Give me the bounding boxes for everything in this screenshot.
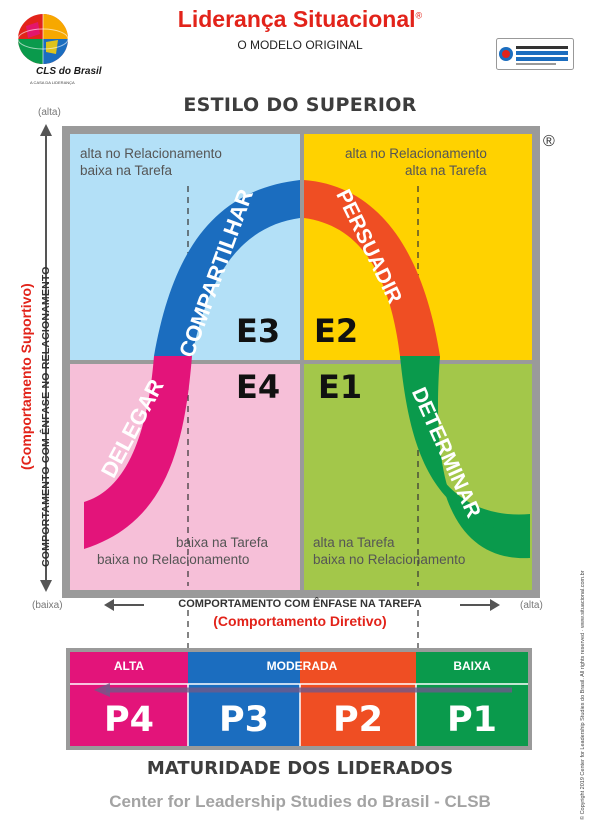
registered-mark: ® bbox=[543, 133, 555, 150]
style-code-e4: E4 bbox=[236, 368, 281, 406]
quadrant-e2-line2: alta na Tarefa bbox=[405, 163, 487, 178]
vertical-axis-grey-title: COMPORTAMENTO COM ÊNFASE NO RELACIONAMEN… bbox=[40, 266, 52, 567]
delegar-curve bbox=[84, 356, 192, 549]
maturity-code-p3: P3 bbox=[218, 700, 269, 740]
maturity-connector-lines bbox=[187, 610, 419, 650]
horizontal-axis-high-label: (alta) bbox=[520, 600, 543, 611]
vertical-axis-low-label: (baixa) bbox=[32, 600, 63, 611]
vertical-axis-arrow-icon bbox=[40, 124, 52, 592]
logo-tagline: A CASA DA LIDERANÇA bbox=[30, 80, 75, 85]
maturity-code-p2: P2 bbox=[332, 700, 383, 740]
persuadir-curve bbox=[304, 180, 440, 356]
maturity-code-p1: P1 bbox=[446, 700, 497, 740]
quadrant-e1-line1: alta na Tarefa bbox=[313, 535, 395, 550]
maturity-code-p4: P4 bbox=[103, 700, 154, 740]
maturity-scale bbox=[66, 648, 532, 750]
style-code-e1: E1 bbox=[318, 368, 363, 406]
quadrant-e3-line1: alta no Relacionamento bbox=[80, 146, 222, 161]
footer-brand: Center for Leadership Studies do Brasil … bbox=[109, 792, 491, 811]
copyright-notice: © Copyright 2019 Center for Leadership S… bbox=[580, 570, 586, 820]
horizontal-axis-grey-title: COMPORTAMENTO COM ÊNFASE NA TAREFA bbox=[178, 598, 422, 610]
quadrant-e1-line2: baixa no Relacionamento bbox=[313, 552, 466, 567]
maturity-level-alta: ALTA bbox=[113, 659, 145, 673]
page-subtitle: O MODELO ORIGINAL bbox=[237, 38, 363, 52]
style-code-e2: E2 bbox=[314, 312, 359, 350]
horizontal-axis-arrow-icon bbox=[104, 599, 500, 611]
vertical-axis-high-label: (alta) bbox=[38, 107, 61, 118]
logo-name: CLS do Brasil bbox=[36, 66, 102, 77]
cls-globe-logo-icon bbox=[17, 14, 69, 64]
trademark-mark: ® bbox=[415, 10, 423, 21]
quadrant-e2-line1: alta no Relacionamento bbox=[345, 146, 487, 161]
quadrant-e3-line2: baixa na Tarefa bbox=[80, 163, 173, 178]
vertical-axis-red-title: (Comportamento Suportivo) bbox=[18, 283, 34, 470]
quadrant-e4-line2: baixa no Relacionamento bbox=[97, 552, 250, 567]
compartilhar-curve bbox=[154, 180, 300, 356]
maturity-title: MATURIDADE DOS LIDERADOS bbox=[146, 758, 454, 779]
quadrant-e4-line1: baixa na Tarefa bbox=[176, 535, 269, 550]
section-title: ESTILO DO SUPERIOR bbox=[183, 94, 417, 116]
horizontal-axis-red-title: (Comportamento Diretivo) bbox=[213, 613, 387, 629]
maturity-level-moderada: MODERADA bbox=[266, 659, 338, 673]
maturity-level-baixa: BAIXA bbox=[453, 659, 491, 673]
style-code-e3: E3 bbox=[236, 312, 281, 350]
leadership-styles-diagram bbox=[62, 126, 540, 598]
page-title: Liderança Situacional® bbox=[177, 6, 423, 32]
center-for-leadership-logo-icon bbox=[496, 38, 574, 70]
